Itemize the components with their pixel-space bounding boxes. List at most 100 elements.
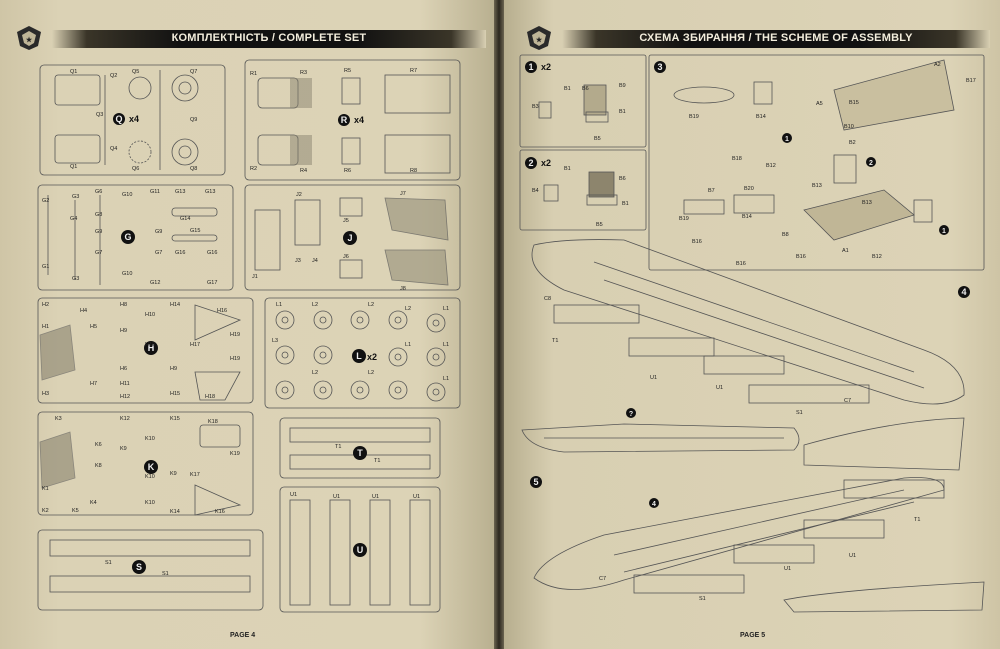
right-page-title: СХЕМА ЗБИРАННЯ / THE SCHEME OF ASSEMBLY xyxy=(639,32,913,44)
left-page-title: КОМПЛЕКТНІСТЬ / COMPLETE SET xyxy=(171,32,367,44)
svg-text:S1: S1 xyxy=(162,571,169,577)
svg-text:B3: B3 xyxy=(532,104,539,110)
svg-text:K10: K10 xyxy=(145,474,155,480)
step-badge-1 xyxy=(525,61,537,73)
svg-text:R2: R2 xyxy=(250,166,257,172)
svg-text:K2: K2 xyxy=(42,508,49,514)
svg-text:J7: J7 xyxy=(400,191,406,197)
svg-text:B15: B15 xyxy=(849,100,859,106)
svg-text:K17: K17 xyxy=(190,472,200,478)
svg-text:G3: G3 xyxy=(72,276,79,282)
sprue-frame-g xyxy=(37,184,234,291)
svg-text:C7: C7 xyxy=(844,398,851,404)
step-badge-5 xyxy=(530,476,542,488)
svg-text:B1: B1 xyxy=(622,201,629,207)
sprue-frame-k xyxy=(37,411,254,516)
assembly-diagrams: 1 x2 2 x2 3 4 5 1 2 1 4 ? xyxy=(519,54,985,613)
svg-text:B5: B5 xyxy=(594,136,601,142)
svg-text:K8: K8 xyxy=(95,463,102,469)
svg-text:K10: K10 xyxy=(145,436,155,442)
sprue-letter-k: K xyxy=(148,462,155,472)
sprue-letter-j: J xyxy=(347,233,352,243)
sprue-badge-t xyxy=(353,446,367,460)
svg-text:H4: H4 xyxy=(80,308,87,314)
svg-text:H16: H16 xyxy=(217,308,227,314)
svg-text:Q4: Q4 xyxy=(110,146,117,152)
svg-text:K9: K9 xyxy=(120,446,127,452)
left-header-bar: КОМПЛЕКТНІСТЬ / COMPLETE SET xyxy=(52,30,486,48)
svg-text:B6: B6 xyxy=(619,176,626,182)
svg-text:B18: B18 xyxy=(732,156,742,162)
svg-text:Q3: Q3 xyxy=(96,112,103,118)
sprue-frame-j xyxy=(244,184,461,291)
svg-text:T1: T1 xyxy=(374,458,380,464)
right-page: ★ СХЕМА ЗБИРАННЯ / THE SCHEME OF ASSEMBL… xyxy=(504,0,1000,649)
sprue-letter-q: Q xyxy=(115,114,122,124)
svg-text:H7: H7 xyxy=(90,381,97,387)
svg-text:B14: B14 xyxy=(742,214,752,220)
sprue-frame-r xyxy=(244,59,461,181)
svg-text:B16: B16 xyxy=(796,254,806,260)
part-labels: Q1 Q2 Q5 Q7 Q3 Q9 Q4 Q1 Q6 Q8 R1 R3 R5 R… xyxy=(42,68,449,577)
svg-text:B1: B1 xyxy=(564,86,571,92)
svg-text:U1: U1 xyxy=(413,494,420,500)
svg-text:Q5: Q5 xyxy=(132,69,139,75)
sprue-badge-h xyxy=(144,341,158,355)
svg-text:★: ★ xyxy=(536,36,543,44)
svg-text:U1: U1 xyxy=(372,494,379,500)
svg-text:B9: B9 xyxy=(619,83,626,89)
svg-text:B12: B12 xyxy=(766,163,776,169)
sprue-badge-k xyxy=(144,460,158,474)
svg-text:K18: K18 xyxy=(208,419,218,425)
svg-text:L2: L2 xyxy=(368,370,374,376)
svg-text:G9: G9 xyxy=(155,229,162,235)
svg-text:L1: L1 xyxy=(443,306,449,312)
svg-text:L2: L2 xyxy=(312,370,318,376)
sprue-badge-r xyxy=(338,114,350,126)
sprue-letter-t: T xyxy=(357,448,363,458)
svg-text:G2: G2 xyxy=(42,198,49,204)
step-num-5: 5 xyxy=(533,477,538,487)
sprue-badge-q xyxy=(113,113,125,125)
svg-text:G7: G7 xyxy=(155,250,162,256)
svg-text:H12: H12 xyxy=(120,394,130,400)
sprue-letter-l: L xyxy=(356,351,362,361)
svg-text:J1: J1 xyxy=(252,274,258,280)
svg-text:U1: U1 xyxy=(290,492,297,498)
svg-text:K14: K14 xyxy=(170,509,180,515)
sprue-letter-u: U xyxy=(357,545,364,555)
svg-text:L1: L1 xyxy=(443,342,449,348)
svg-text:H19: H19 xyxy=(230,332,240,338)
svg-text:G3: G3 xyxy=(72,194,79,200)
svg-text:J2: J2 xyxy=(296,192,302,198)
warning-icon xyxy=(626,408,636,418)
svg-text:H19: H19 xyxy=(230,356,240,362)
sprue-badge-l xyxy=(352,349,366,363)
svg-text:Q1: Q1 xyxy=(70,69,77,75)
sprue-frame-s xyxy=(37,529,264,611)
svg-text:B16: B16 xyxy=(736,261,746,267)
step-mult-1: x2 xyxy=(541,62,551,72)
left-page-number: PAGE 4 xyxy=(230,632,256,639)
svg-text:G4: G4 xyxy=(70,216,77,222)
step-mult-2: x2 xyxy=(541,158,551,168)
svg-text:★: ★ xyxy=(26,36,33,44)
svg-text:B12: B12 xyxy=(872,254,882,260)
svg-text:U1: U1 xyxy=(784,566,791,572)
svg-text:S1: S1 xyxy=(796,410,803,416)
svg-text:?: ? xyxy=(629,411,633,418)
svg-text:B1: B1 xyxy=(619,109,626,115)
svg-text:A5: A5 xyxy=(816,101,823,107)
fuselage-step-4 xyxy=(531,239,965,405)
assembly-part-labels: B3 B6 B9 B1 B5 B1 B1 B6 B4 B1 B5 B19 B14… xyxy=(532,62,976,602)
sprue-letter-g: G xyxy=(124,232,131,242)
callout-badge-3 xyxy=(939,225,949,235)
sprue-frame-u xyxy=(279,486,441,613)
svg-text:H15: H15 xyxy=(170,391,180,397)
sprue-count-q: x4 xyxy=(129,114,139,124)
svg-text:S1: S1 xyxy=(699,596,706,602)
svg-text:B5: B5 xyxy=(596,222,603,228)
svg-text:K9: K9 xyxy=(170,471,177,477)
svg-text:G17: G17 xyxy=(207,280,217,286)
svg-text:R4: R4 xyxy=(300,168,307,174)
